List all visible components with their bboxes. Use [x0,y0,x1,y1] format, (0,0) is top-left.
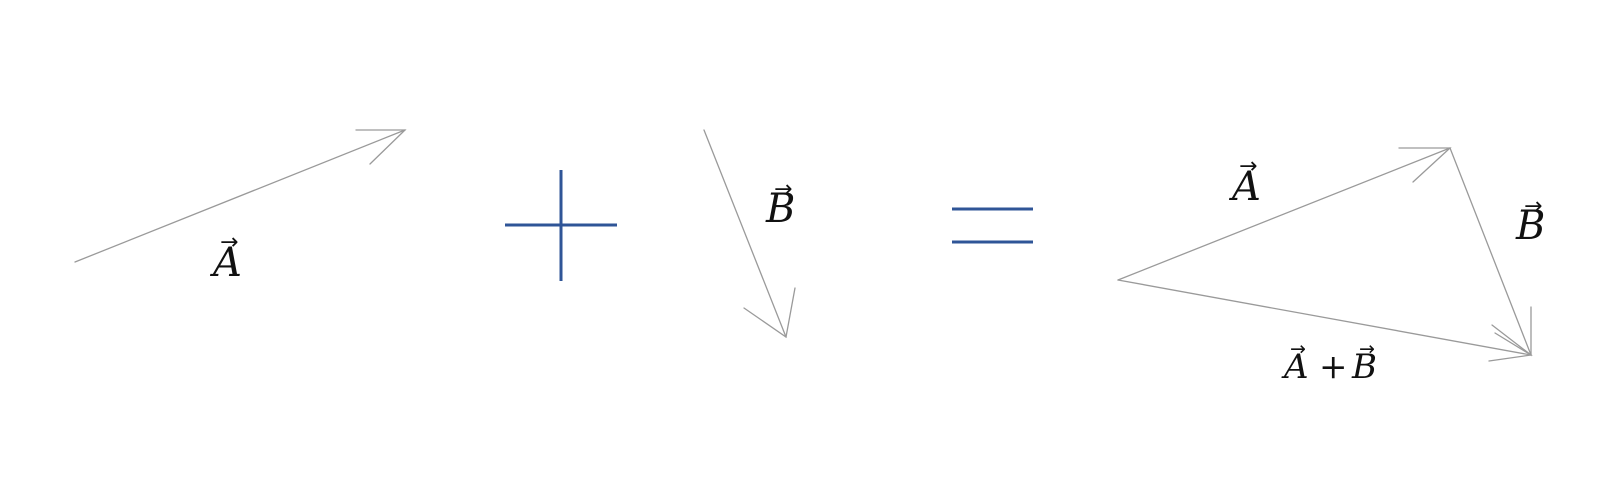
result-vector-a: A → [1117,147,1452,281]
vector-a: A → [74,129,407,286]
result-vector-sum-arrowhead [1488,332,1533,362]
svg-text:→: → [1524,194,1542,219]
svg-text:→: → [1290,338,1306,360]
result-triangle: A → B → A → + B → [1117,147,1545,387]
svg-text:→: → [1239,154,1257,179]
svg-text:B: B [1515,203,1545,249]
vector-a-shaft [74,129,406,263]
svg-text:A: A [209,240,242,286]
result-vector-a-shaft [1117,147,1451,281]
result-vector-b-shaft [1449,147,1532,356]
vector-b-shaft [703,129,787,338]
result-vector-sum-label: A → + B → [1281,338,1377,387]
equals-operator [952,207,1033,244]
svg-text:→: → [1359,338,1375,360]
vector-b-arrowhead [743,287,796,339]
vector-b: B → [703,129,796,339]
result-vector-sum-shaft [1117,279,1532,356]
svg-text:B: B [1351,347,1377,387]
vector-a-label: A → [209,230,242,286]
svg-text:+: + [1319,347,1348,387]
result-vector-b-arrowhead [1491,306,1532,357]
result-vector-sum: A → + B → [1117,279,1533,387]
vector-a-arrowhead [355,129,407,165]
vector-b-label: B → [765,177,795,232]
result-vector-a-label: A → [1228,154,1261,210]
svg-text:A: A [1281,347,1309,387]
result-vector-b: B → [1449,147,1545,357]
plus-operator [505,170,617,281]
svg-text:A: A [1228,164,1261,210]
svg-text:B: B [765,186,795,232]
svg-text:→: → [774,177,792,202]
svg-text:→: → [220,230,238,255]
result-vector-b-label: B → [1515,194,1545,249]
